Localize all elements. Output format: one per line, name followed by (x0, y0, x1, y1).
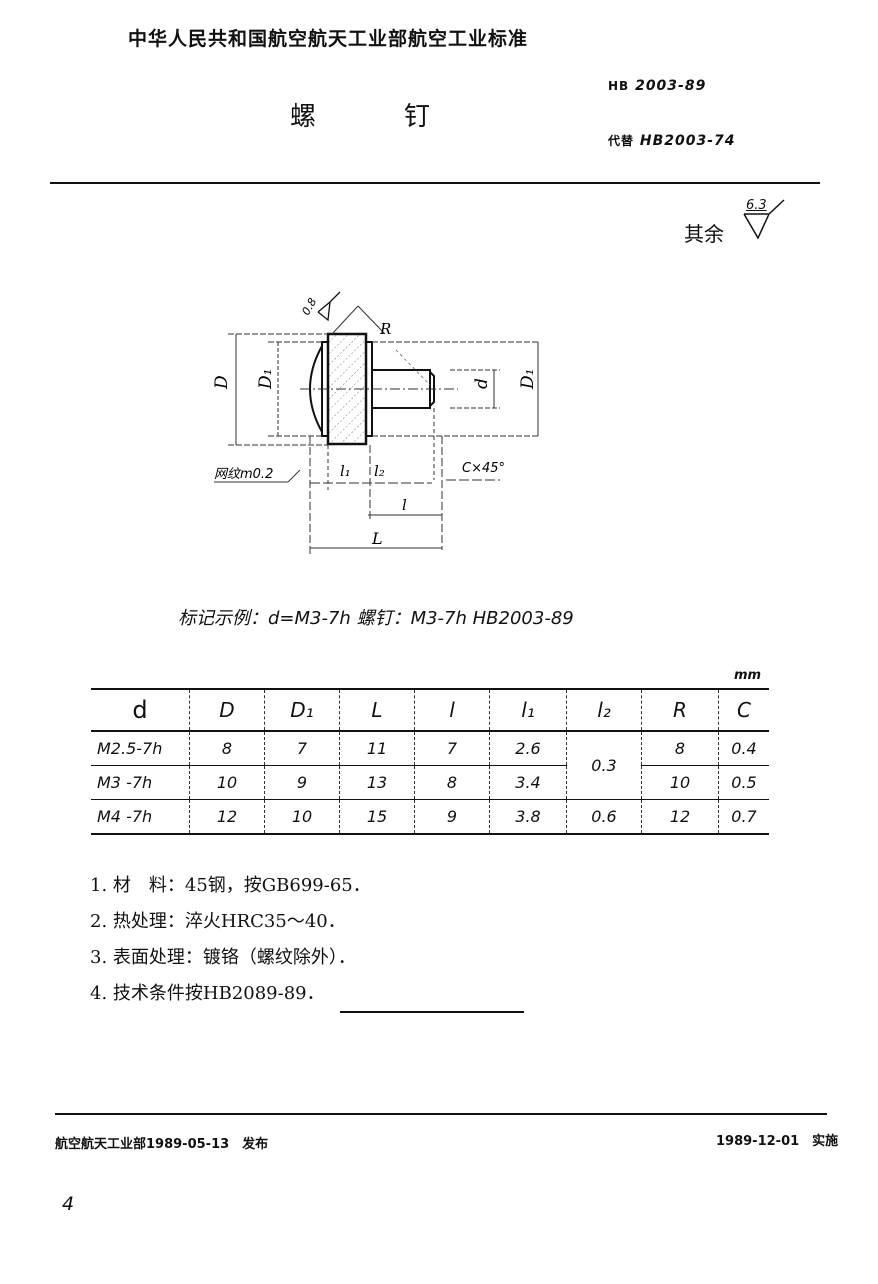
label-knurl: 网纹m0.2 (214, 467, 273, 482)
title-char-2: 钉 (404, 102, 431, 132)
cell-l1: 3.8 (489, 799, 567, 835)
header-C: C (718, 689, 769, 731)
header-d: d (91, 689, 190, 731)
label-L: L (371, 529, 383, 548)
label-roughness-0.8: 0.8 (299, 296, 319, 318)
roughness-triangle-icon (743, 199, 785, 240)
cell-R: 12 (641, 799, 719, 835)
label-chamfer: C×45° (462, 461, 505, 476)
cell-C: 0.7 (718, 799, 769, 835)
cell-l: 7 (414, 731, 490, 766)
cell-L: 13 (339, 765, 415, 800)
replaces-prefix: 代替 (608, 134, 635, 148)
marking-example: 标记示例：d=M3-7h 螺钉：M3-7h HB2003-89 (178, 608, 574, 629)
cell-l: 8 (414, 765, 490, 800)
cell-R: 10 (641, 765, 719, 800)
label-l: l (402, 496, 407, 514)
table-row: M4 -7h 12 10 15 9 3.8 0.6 12 0.7 (91, 799, 769, 835)
cell-D: 8 (189, 731, 265, 766)
page-number: 4 (62, 1193, 75, 1215)
label-l1: l₁ (340, 462, 351, 480)
cell-l1: 2.6 (489, 731, 567, 766)
cell-D1: 9 (264, 765, 340, 800)
cell-l2: 0.6 (566, 799, 642, 835)
cell-L: 11 (339, 731, 415, 766)
cell-d: M3 -7h (91, 765, 190, 800)
note-material: 1. 材 料：45钢，按GB699-65． (90, 875, 371, 896)
title-char-1: 螺 (290, 102, 317, 132)
issue-date: 航空航天工业部1989-05-13 发布 (55, 1137, 269, 1152)
header-L: L (339, 689, 415, 731)
cell-l2: 0.3 (566, 731, 642, 800)
label-D1-right: D₁ (518, 369, 538, 390)
cell-D: 10 (189, 765, 265, 800)
replaces-code: HB2003-74 (639, 133, 736, 149)
header-l2: l₂ (566, 689, 642, 731)
note-surface-treatment: 3. 表面处理：镀铬（螺纹除外）． (90, 947, 356, 968)
header-l: l (414, 689, 490, 731)
note-heat-treatment: 2. 热处理：淬火HRC35～40． (90, 911, 346, 932)
cell-D1: 7 (264, 731, 340, 766)
effective-date: 1989-12-01 实施 (716, 1134, 839, 1149)
document-title: 螺钉 (290, 96, 430, 133)
header-R: R (641, 689, 719, 731)
cell-D: 12 (189, 799, 265, 835)
header-divider (50, 182, 820, 184)
technical-notes: 1. 材 料：45钢，按GB699-65． 2. 热处理：淬火HRC35～40．… (90, 868, 371, 1012)
table-header-row: d D D₁ L l l₁ l₂ R C (91, 689, 769, 731)
cell-l1: 3.4 (489, 765, 567, 800)
standard-number: HB 2003-89 (608, 78, 706, 94)
label-R: R (379, 320, 391, 338)
notes-end-divider (340, 1011, 524, 1013)
roughness-label: 其余 (684, 222, 724, 246)
unit-label: mm (734, 668, 762, 683)
dimension-table: d D D₁ L l l₁ l₂ R C M2.5-7h 8 7 11 7 2.… (91, 688, 769, 835)
cell-R: 8 (641, 731, 719, 766)
standard-prefix: HB (608, 79, 630, 93)
cell-l: 9 (414, 799, 490, 835)
screw-diagram-icon: D D₁ d D₁ R 0.8 网纹m0.2 l₁ l₂ C×45° l L (212, 291, 540, 555)
replaces-standard: 代替 HB2003-74 (608, 132, 736, 149)
label-l2: l₂ (374, 462, 385, 480)
cell-d: M2.5-7h (91, 731, 190, 766)
header-D: D (189, 689, 265, 731)
cell-L: 15 (339, 799, 415, 835)
header-D1: D₁ (264, 689, 340, 731)
note-technical-conditions: 4. 技术条件按HB2089-89． (90, 983, 325, 1004)
cell-C: 0.5 (718, 765, 769, 800)
footer-divider (55, 1113, 827, 1115)
label-D1-left: D₁ (256, 369, 276, 390)
standard-code: 2003-89 (635, 78, 707, 94)
cell-d: M4 -7h (91, 799, 190, 835)
cell-C: 0.4 (718, 731, 769, 766)
label-d: d (472, 378, 492, 389)
organization-title: 中华人民共和国航空航天工业部航空工业标准 (128, 28, 529, 50)
roughness-value: 6.3 (746, 198, 767, 213)
table-row: M3 -7h 10 9 13 8 3.4 10 0.5 (91, 765, 769, 800)
table-row: M2.5-7h 8 7 11 7 2.6 0.3 8 0.4 (91, 731, 769, 800)
cell-D1: 10 (264, 799, 340, 835)
label-D: D (212, 375, 232, 390)
header-l1: l₁ (489, 689, 567, 731)
